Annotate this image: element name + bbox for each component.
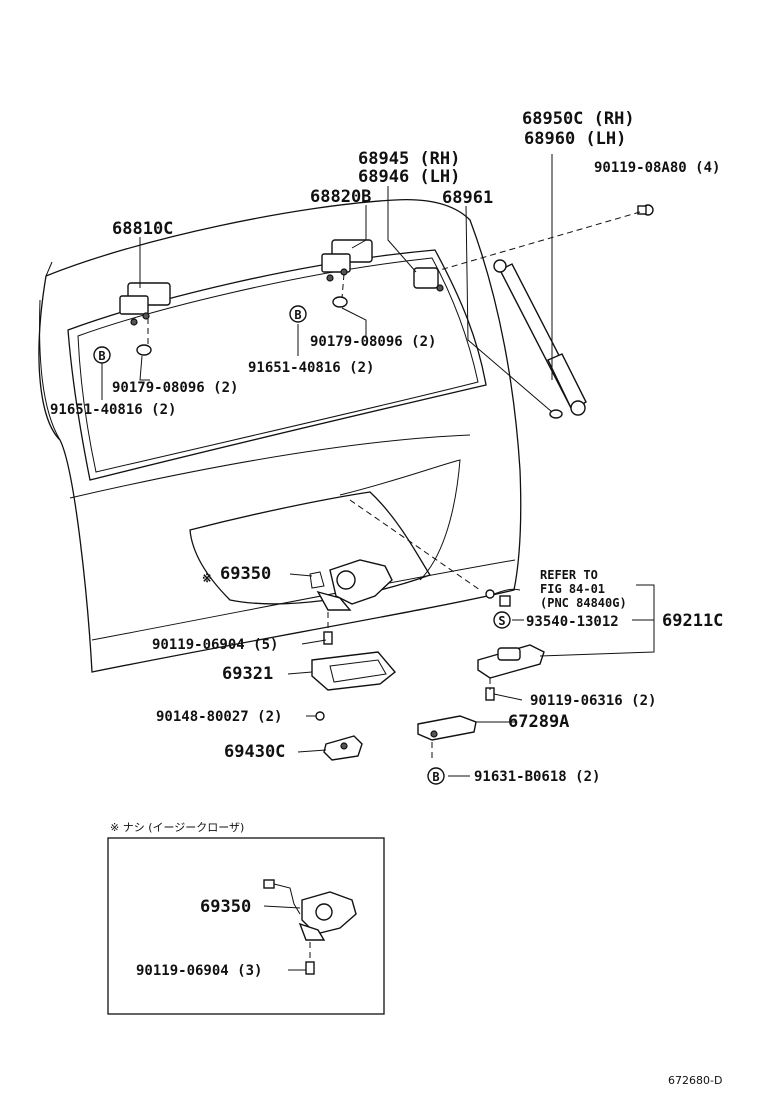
label-69430c: 69430C <box>224 742 285 762</box>
marker-s-text: S <box>498 614 505 628</box>
label-refer-1: REFER TO <box>540 568 598 582</box>
label-90179-left: 90179-08096 (2) <box>112 380 238 396</box>
hinge-68810c <box>119 282 171 326</box>
handle-69321 <box>311 651 397 691</box>
label-68820b: 68820B <box>310 187 371 207</box>
bolt-lower-stay <box>549 409 563 419</box>
label-68945: 68945 (RH) <box>358 149 460 169</box>
nut-90179-left <box>136 344 152 356</box>
marker-b-left: B <box>93 346 111 364</box>
marker-s: S <box>493 611 511 629</box>
label-69321: 69321 <box>222 664 273 684</box>
bolt-90119-06904 <box>323 631 333 645</box>
lever-69430c <box>315 711 363 761</box>
marker-b-text: B <box>294 308 301 322</box>
label-68960: 68960 (LH) <box>524 129 626 149</box>
label-refer-2: FIG 84-01 <box>540 582 605 596</box>
label-91631: 91631-B0618 (2) <box>474 769 600 785</box>
label-90119-08a80: 90119-08A80 (4) <box>594 160 720 176</box>
lock-69350 <box>309 559 393 611</box>
label-refer-3: (PNC 84840G) <box>540 596 627 610</box>
label-90119-06316: 90119-06316 (2) <box>530 693 656 709</box>
marker-b-right: B <box>289 305 307 323</box>
nut-90179-right <box>332 296 348 308</box>
leader-lines <box>101 154 655 777</box>
label-68950c: 68950C (RH) <box>522 109 635 129</box>
label-93540: 93540-13012 <box>526 614 619 630</box>
label-69211c: 69211C <box>662 611 723 631</box>
label-68810c: 68810C <box>112 219 173 239</box>
stay-bracket-68945 <box>413 267 444 292</box>
label-67289a: 67289A <box>508 712 569 732</box>
lamp-69211c <box>477 588 545 679</box>
asterisk-mark: ※ <box>202 571 212 585</box>
drawing-code: 672680-D <box>668 1074 722 1087</box>
label-90179-right: 90179-08096 (2) <box>310 334 436 350</box>
label-68961: 68961 <box>442 188 493 208</box>
inset-note: ※ ナシ (イージークローザ) <box>110 821 244 834</box>
bracket-67289a <box>417 715 477 741</box>
bolt-90119-08a80 <box>637 204 654 216</box>
marker-b-text: B <box>432 770 439 784</box>
hinge-68820b <box>321 239 373 282</box>
marker-b-bottom: B <box>427 767 445 785</box>
back-door-outline <box>38 199 522 673</box>
inset-leader-69350 <box>263 905 301 909</box>
label-68946: 68946 (LH) <box>358 167 460 187</box>
label-91651-left: 91651-40816 (2) <box>50 402 176 418</box>
marker-b-text: B <box>98 349 105 363</box>
damper-stay-68950c <box>493 259 587 416</box>
inset-box <box>107 837 385 1015</box>
inset-label-69350: 69350 <box>200 897 251 917</box>
label-69350: 69350 <box>220 564 271 584</box>
label-91651-right: 91651-40816 (2) <box>248 360 374 376</box>
inset-lock-69350 <box>263 879 357 941</box>
label-90119-06904-5: 90119-06904 (5) <box>152 637 278 653</box>
inset-bolt <box>305 942 315 975</box>
label-90148: 90148-80027 (2) <box>156 709 282 725</box>
dashed-guide-lines <box>147 211 641 760</box>
inset-label-90119: 90119-06904 (3) <box>136 963 262 979</box>
